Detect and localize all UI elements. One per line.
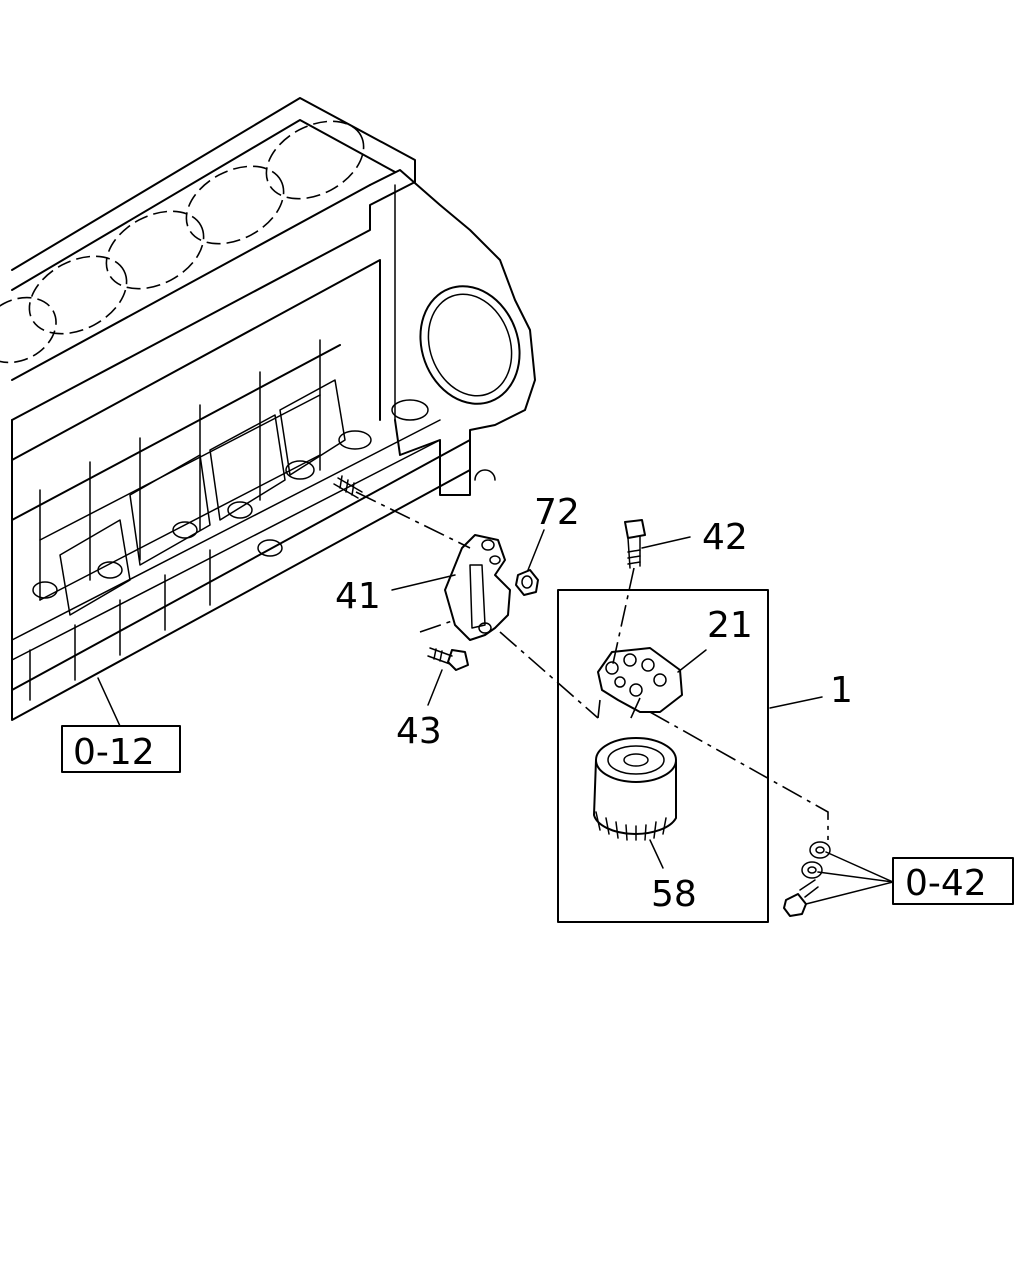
callout-72: 72 [534,492,580,533]
callout-43: 43 [396,711,442,752]
callout-41: 41 [335,576,381,617]
assembly-lines [355,491,829,840]
nut [515,569,539,596]
callout-42: 42 [702,517,748,558]
reference-box-right[interactable]: 0-42 [892,857,1014,905]
oil-filter [593,737,677,841]
filter-assembly-frame [557,589,769,923]
reference-label-left: 0-12 [73,732,155,773]
bracket [444,534,511,641]
filter-head [597,647,683,713]
bolt-upper [624,519,646,569]
stud-bolt [333,475,363,499]
leader-lines [97,529,894,905]
engine-block [0,97,536,721]
reference-label-right: 0-42 [905,863,987,904]
callout-58: 58 [651,874,697,915]
callout-21: 21 [707,605,753,646]
reference-box-left[interactable]: 0-12 [61,725,181,773]
bolt-washer-set [783,841,831,917]
bolt-lower [427,647,469,671]
callout-1: 1 [830,670,853,711]
